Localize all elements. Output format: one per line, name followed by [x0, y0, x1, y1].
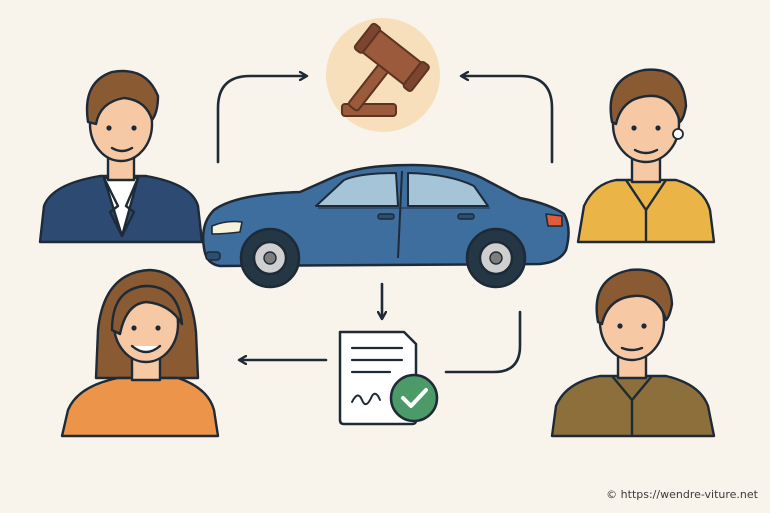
contract-icon: [338, 330, 439, 426]
gavel-icon: [326, 18, 440, 132]
person-seller-olive: [550, 268, 716, 438]
flow-arrows: [216, 76, 554, 374]
car-icon: [201, 163, 570, 289]
connector-right-bottom: [444, 310, 522, 374]
check-icon: [389, 373, 439, 423]
person-seller-yellow: [576, 68, 716, 244]
credit-text: © https://wendre-viture.net: [606, 488, 758, 501]
arrow-right-to-auction: [462, 76, 554, 164]
arrow-left-to-auction: [216, 76, 306, 164]
person-buyer-woman: [60, 268, 220, 438]
person-buyer-suit: [38, 69, 204, 244]
